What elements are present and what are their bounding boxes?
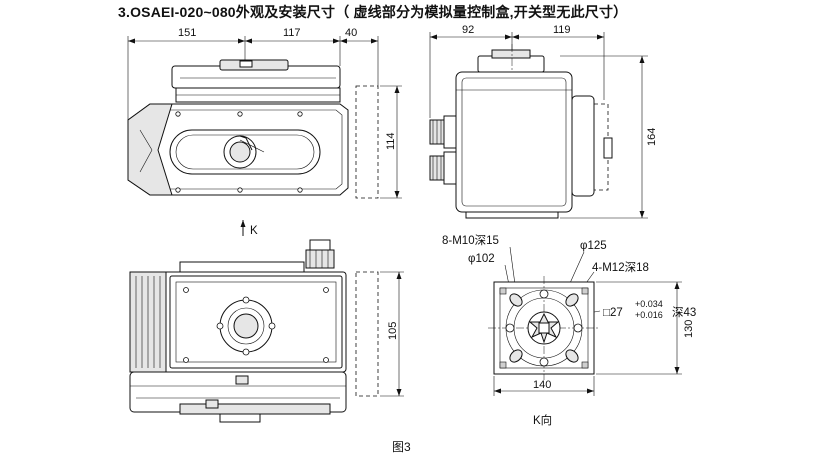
label-depth-43: 深43 [672,305,696,319]
side-dim-119: 119 [553,24,571,36]
side-view: 92 119 164 [429,24,658,219]
front-dim-151: 151 [178,27,196,39]
bottom-view: 105 [129,239,404,423]
side-dim-164: 164 [646,128,658,146]
label-square-27: □27 [603,307,623,319]
label-tol-lower: +0.016 [635,310,663,320]
front-view: 151 117 40 114 [127,27,402,237]
front-dim-114: 114 [385,132,397,150]
label-phi125: φ125 [580,240,607,252]
cable-gland-lower [429,151,457,185]
label-phi102: φ102 [468,253,495,265]
label-8-m10: 8-M10深15 [442,233,499,247]
front-dim-40: 40 [345,27,357,39]
k-dim-140: 140 [533,379,551,391]
cable-gland-upper [429,115,457,149]
k-view: 8-M10深15 φ125 φ102 4-M12深18 □27 +0.034 +… [442,233,696,427]
side-dim-92: 92 [462,24,474,36]
k-view-label: K向 [533,413,552,427]
label-tol-upper: +0.034 [635,299,663,309]
label-4-m12: 4-M12深18 [592,260,649,274]
figure-caption: 图3 [392,440,411,454]
bottom-dim-105: 105 [387,322,399,340]
figure-title: 3.OSAEI-020~080外观及安装尺寸（ 虚线部分为模拟量控制盒,开关型无… [118,4,628,20]
k-dim-130: 130 [683,320,695,338]
view-arrow-k: K [250,225,258,237]
front-dim-117: 117 [283,27,301,39]
